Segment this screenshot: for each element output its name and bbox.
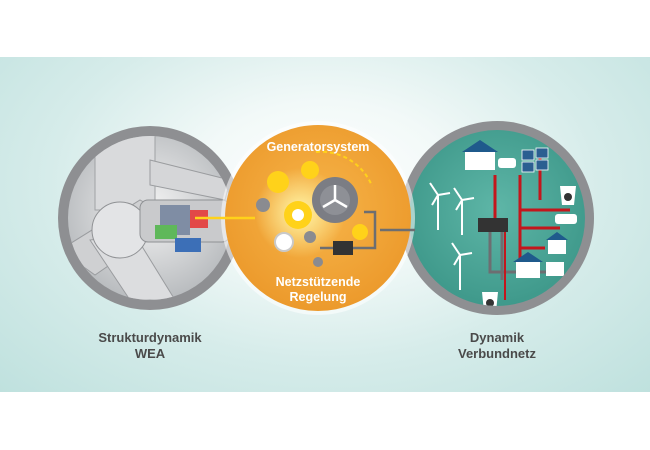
structural-dynamics-caption-line2: WEA — [134, 346, 166, 361]
grid-support-control-label-line2: Regelung — [289, 290, 347, 304]
structural-dynamics-caption-line1: Strukturdynamik — [98, 330, 202, 345]
house-icons — [462, 140, 568, 278]
generator-system-circle — [221, 121, 415, 315]
grid-support-control-label: Netzstützende Regelung — [250, 275, 386, 305]
grid-dynamics-circle — [400, 121, 594, 315]
solar-panel-icons — [521, 147, 549, 173]
generator-system-label: Generatorsystem — [266, 140, 370, 154]
car-icon — [498, 158, 516, 168]
yellow-gear-icon — [267, 171, 289, 193]
storage-icon — [555, 214, 577, 224]
grid-support-control-label-line1: Netzstützende — [275, 275, 361, 289]
nacelle-illustration — [68, 136, 231, 300]
nuclear-plant-icon — [482, 186, 576, 306]
wind-turbine-icons — [429, 182, 475, 290]
grid-dynamics-caption: Dynamik Verbundnetz — [427, 330, 567, 362]
substation-icon — [478, 218, 508, 232]
structural-dynamics-caption: Strukturdynamik WEA — [80, 330, 220, 362]
converter-icon — [333, 241, 353, 255]
turbine-structure-circle — [58, 126, 242, 310]
yellow-gear-icon — [301, 161, 319, 179]
gear-cluster — [256, 150, 373, 267]
white-gear-icon — [274, 232, 294, 252]
grid-dynamics-caption-line1: Dynamik — [469, 330, 525, 345]
grid-dynamics-caption-line2: Verbundnetz — [457, 346, 536, 361]
